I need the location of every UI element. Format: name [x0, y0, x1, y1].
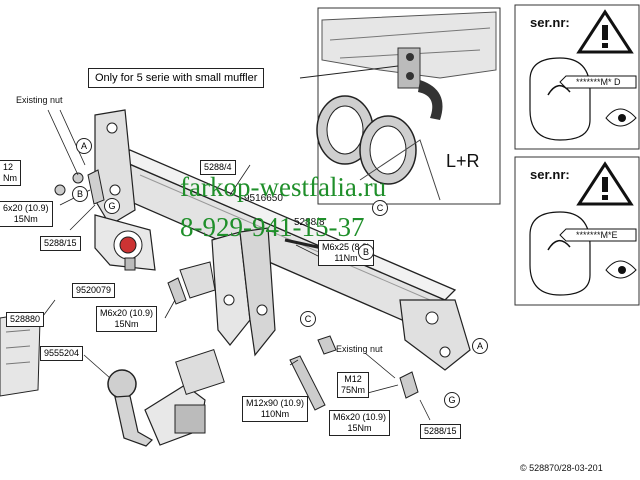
warning-triangle-icon: [576, 161, 634, 206]
part-5288-4: 5288/4: [200, 160, 236, 175]
marker-c-top: C: [372, 200, 388, 216]
marker-a-right: A: [472, 338, 488, 354]
marker-a-left: A: [76, 138, 92, 154]
small-muffler-callout: Only for 5 serie with small muffler: [88, 68, 265, 88]
tow-ball-assembly: [107, 349, 225, 447]
left-side-bracket: [87, 109, 136, 226]
part-528880: 528880: [6, 312, 45, 327]
existing-nut-bottom-label: Existing nut: [336, 344, 383, 354]
existing-nut-top-label: Existing nut: [16, 95, 63, 105]
bolts: [54, 172, 419, 411]
hanger-rubber: [418, 80, 443, 120]
torque-m6x20-mid: M6x20 (10.9)15Nm: [96, 306, 158, 332]
marker-c-mid: C: [300, 311, 316, 327]
copyright-footer: © 528870/28-03-201: [520, 463, 603, 473]
torque-m6x20-left: 6x20 (10.9)15Nm: [0, 201, 53, 227]
torque-m12x90: M12x90 (10.9)110Nm: [242, 396, 309, 422]
marker-g-right: G: [444, 392, 460, 408]
marker-g-left: G: [104, 198, 120, 214]
lr-label: L+R: [446, 151, 480, 171]
exhaust-inset: [316, 7, 501, 205]
part-9555204: 9555204: [40, 346, 84, 361]
bracket-plate: [397, 47, 421, 89]
center-brackets: [179, 227, 276, 357]
torque-m6x20-right: M6x20 (10.9)15Nm: [329, 410, 391, 436]
part-5288-15-left: 5288/15: [40, 236, 81, 251]
sernr-panels: [514, 4, 640, 306]
sernr-label-top: ser.nr:: [530, 15, 570, 30]
part-5288-15-right: 5288/15: [420, 424, 461, 439]
warning-triangle-icon: [576, 9, 634, 54]
socket-bracket: [94, 214, 156, 271]
right-side-bracket: [399, 299, 471, 371]
marker-b-mid: B: [358, 244, 374, 260]
sernr-code-bottom: *******M*E: [576, 230, 618, 240]
marker-b-left: B: [72, 186, 88, 202]
watermark-phone: 8-929-941-15-37: [180, 212, 365, 242]
watermark-site: farkop-westfalia.ru: [180, 172, 387, 202]
sernr-code-top: *******M* D: [576, 77, 621, 87]
part-9520079: 9520079: [72, 283, 116, 298]
part-9516650: 9516650: [244, 193, 283, 204]
part-5288-8: 5288/8: [294, 217, 325, 228]
sernr-label-bottom: ser.nr:: [530, 167, 570, 182]
